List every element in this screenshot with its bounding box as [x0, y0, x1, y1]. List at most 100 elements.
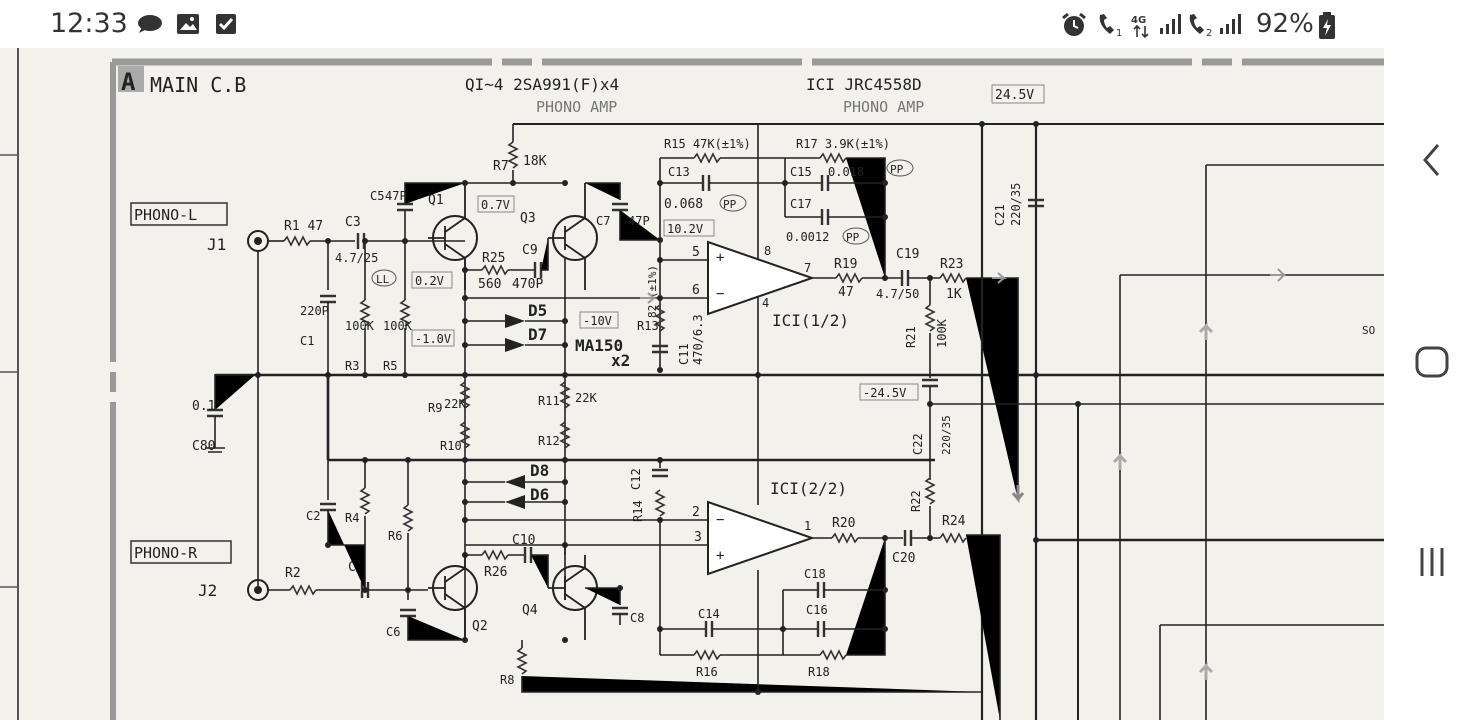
c13-value: 0.068 — [664, 197, 703, 212]
svg-text:4G: 4G — [1131, 15, 1146, 26]
c19-label: C19 — [896, 247, 919, 262]
c14-label: C14 — [698, 607, 720, 621]
c9-value: 470P — [512, 277, 543, 292]
c22-label: C22 — [911, 433, 925, 455]
r9-value: 22K — [444, 397, 466, 411]
phono-r-label: PHONO-R — [134, 544, 198, 562]
battery-charging-icon — [1318, 12, 1336, 40]
d8-label: D8 — [530, 461, 549, 480]
c5-value: 47P — [385, 189, 407, 203]
r19-value: 47 — [838, 285, 854, 300]
svg-text:1: 1 — [1116, 28, 1122, 38]
signal-sim2-icon — [1218, 12, 1244, 36]
gallery-icon — [176, 12, 200, 36]
c1-value: 220P — [300, 304, 329, 318]
4g-data-icon: 4G — [1130, 12, 1154, 40]
ic1a-label: ICI(1/2) — [772, 311, 849, 330]
board-title: MAIN C.B — [150, 73, 246, 97]
pp-marker-1: PP — [723, 198, 737, 211]
ic1b-label: ICI(2/2) — [770, 479, 847, 498]
r10-label: R10 — [440, 439, 462, 453]
pin5-label: 5 — [692, 245, 700, 260]
r25-value: 560 — [478, 277, 501, 292]
emitter-voltage: -1.0V — [415, 332, 451, 346]
back-icon[interactable] — [1402, 130, 1462, 190]
r23-value: 1K — [946, 287, 962, 302]
ic-sub: PHONO AMP — [843, 98, 924, 116]
battery-percent: 92% — [1256, 9, 1314, 39]
c15-value: 0.018 — [828, 165, 864, 179]
pin4-label: 4 — [762, 296, 769, 310]
navigation-bar — [1384, 0, 1480, 720]
alarm-icon — [1060, 12, 1088, 38]
r15-label: R15 47K(±1%) — [664, 137, 751, 151]
c22-value: 220/35 — [940, 415, 953, 455]
call-sim2-icon: 2 — [1186, 12, 1216, 38]
c19-value: 4.7/50 — [876, 287, 919, 301]
supply-voltage: 24.5V — [995, 88, 1034, 103]
r5-value: 100K — [383, 319, 413, 333]
board-letter: A — [121, 68, 136, 96]
pin6-label: 6 — [692, 283, 700, 298]
ic1a-minus: − — [716, 286, 724, 302]
call-sim1-icon: 1 — [1096, 12, 1126, 38]
q3-label: Q3 — [520, 211, 536, 226]
r8-label: R8 — [500, 673, 514, 687]
signal-sim1-icon — [1158, 12, 1184, 36]
r7-value: 18K — [523, 154, 547, 169]
pp-marker-3: PP — [846, 231, 860, 244]
j1-label: J1 — [207, 235, 226, 254]
d7-label: D7 — [528, 325, 547, 344]
status-time: 12:33 — [50, 8, 128, 39]
ic1a-plus: + — [716, 250, 724, 266]
r26-label: R26 — [484, 565, 507, 580]
r21-label: R21 — [904, 326, 918, 348]
r4-label: R4 — [345, 511, 359, 525]
c16-label: C16 — [806, 603, 828, 617]
recents-icon[interactable] — [1402, 532, 1462, 592]
r13-label: R13 — [637, 319, 659, 333]
c3-value: 4.7/25 — [335, 251, 378, 265]
ll-marker: LL — [376, 273, 390, 286]
ic1b-plus: + — [716, 548, 724, 564]
home-icon[interactable] — [1402, 332, 1462, 392]
image-viewer[interactable]: A MAIN C.B QI~4 2SA991(F)x4 PHONO AMP IC… — [0, 48, 1384, 720]
q2-label: Q2 — [472, 619, 488, 634]
r7-label: R7 — [493, 159, 509, 174]
r20-label: R20 — [832, 516, 855, 531]
c21-label: C21 — [993, 204, 1007, 226]
r3-label: R3 — [345, 359, 359, 373]
q1-voltage: 0.7V — [481, 198, 510, 212]
c5-label: C5 — [370, 189, 384, 203]
q-sub: PHONO AMP — [536, 98, 617, 116]
pin3-label: 3 — [694, 530, 702, 545]
edge-text: SO — [1362, 324, 1375, 337]
pin7-label: 7 — [804, 261, 811, 275]
r17-label: R17 3.9K(±1%) — [796, 137, 890, 151]
c20-label: C20 — [892, 551, 915, 566]
r13-value: 82 (±1%) — [646, 265, 659, 318]
c12-label: C12 — [629, 468, 643, 490]
d6-label: D6 — [530, 485, 549, 504]
pin8-label: 8 — [764, 244, 771, 258]
c17-value: 0.0012 — [786, 230, 829, 244]
c13-label: C13 — [668, 165, 690, 179]
c15-label: C15 — [790, 165, 812, 179]
r9-label: R9 — [428, 401, 442, 415]
phono-l-label: PHONO-L — [134, 206, 197, 224]
diode-voltage: -10V — [583, 314, 612, 328]
r19-label: R19 — [834, 257, 857, 272]
cloud-chat-icon — [136, 12, 164, 36]
pp-marker-2: PP — [890, 163, 904, 176]
checkbox-icon — [214, 12, 238, 36]
c7-label: C7 — [596, 214, 610, 228]
ic-header: ICI JRC4558D — [806, 75, 922, 94]
r14-label: R14 — [631, 500, 645, 522]
schematic-image: A MAIN C.B QI~4 2SA991(F)x4 PHONO AMP IC… — [0, 48, 1384, 720]
c1-label: C1 — [300, 334, 314, 348]
c6-label: C6 — [386, 625, 400, 639]
r16-label: R16 — [696, 665, 718, 679]
r22-label: R22 — [909, 490, 923, 512]
c3-label: C3 — [345, 215, 361, 230]
c8-label: C8 — [630, 611, 644, 625]
